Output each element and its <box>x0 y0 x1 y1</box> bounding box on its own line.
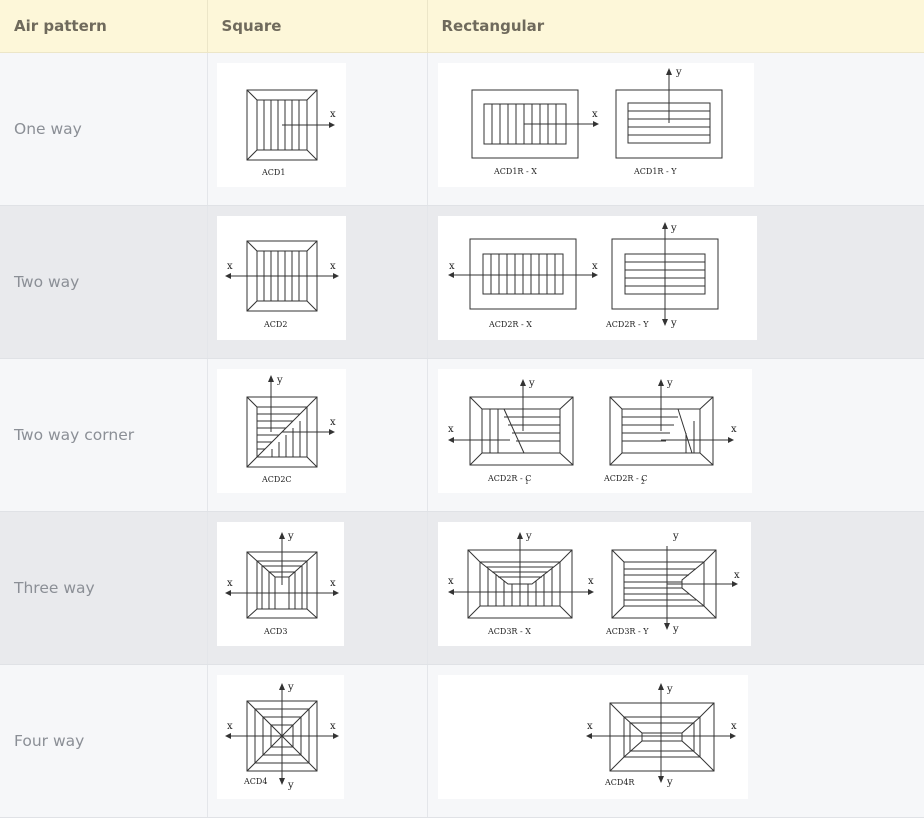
table-row: Four way <box>0 664 924 818</box>
diagram-label-subscript: 1 <box>525 479 529 486</box>
diagram-acd4: y y x x ACD4 <box>216 675 344 799</box>
axis-label-x: x <box>592 109 598 120</box>
axis-label-x: x <box>330 261 336 272</box>
axis-label-x: x <box>227 261 233 272</box>
axis-label-x: x <box>448 424 454 435</box>
axis-label-y: y <box>525 531 532 542</box>
axis-label-x: x <box>731 424 737 435</box>
axis-label-y: y <box>670 223 677 234</box>
pattern-label: Four way <box>0 664 208 818</box>
axis-label-y: y <box>672 531 679 542</box>
diagram-acd1r: x y ACD1R - X ACD1R - Y <box>437 63 754 187</box>
axis-label-x: x <box>330 109 336 120</box>
diagram-acd2r-c: y x y x ACD2R - C 1 ACD2R - C 2 <box>437 369 752 493</box>
diagram-label: ACD2R - C <box>487 474 531 483</box>
axis-label-x: x <box>330 578 336 589</box>
axis-label-x: x <box>449 261 455 272</box>
diagram-acd1: x ACD1 <box>216 63 346 187</box>
diagram-label: ACD1R - Y <box>633 167 677 176</box>
header-square: Square <box>207 0 428 53</box>
header-rectangular: Rectangular <box>427 0 924 53</box>
axis-label-y: y <box>276 375 283 386</box>
table-row: Two way x <box>0 205 924 359</box>
axis-label-x: x <box>448 576 454 587</box>
table-row: Two way corner <box>0 358 924 512</box>
diagram-label: ACD3R - Y <box>605 627 649 636</box>
pattern-label: Two way <box>0 205 208 359</box>
diagram-acd4r: y y x x ACD4R <box>437 675 748 799</box>
diagram-label: ACD3R - X <box>487 627 531 636</box>
diagram-label: ACD2R - X <box>488 320 532 329</box>
diagram-label: ACD4R <box>604 778 635 787</box>
diagram-label: ACD2 <box>263 320 287 329</box>
diagram-acd3: y x x ACD3 <box>216 522 344 646</box>
axis-label-y: y <box>670 318 677 329</box>
diagram-label: ACD1 <box>261 168 285 177</box>
diagram-label: ACD2C <box>261 475 292 484</box>
axis-label-x: x <box>734 570 740 581</box>
axis-label-y: y <box>672 624 679 635</box>
axis-label-x: x <box>731 721 737 732</box>
diagram-acd2c: y x ACD2C <box>216 369 346 493</box>
diagram-label: ACD1R - X <box>493 167 537 176</box>
diagram-label: ACD2R - Y <box>605 320 649 329</box>
diagram-label: ACD3 <box>263 627 287 636</box>
table-row: Three way <box>0 511 924 665</box>
axis-label-y: y <box>666 777 673 788</box>
axis-label-y: y <box>287 682 294 693</box>
table-row: One way x ACD1 <box>0 52 924 206</box>
diagram-acd2: x x ACD2 <box>216 216 346 340</box>
axis-label-y: y <box>666 378 673 389</box>
axis-label-x: x <box>227 578 233 589</box>
pattern-label: Two way corner <box>0 358 208 512</box>
axis-label-x: x <box>330 417 336 428</box>
pattern-label: One way <box>0 52 208 206</box>
header-air-pattern: Air pattern <box>0 0 208 53</box>
diagram-acd3r: y x x y y x ACD3R - X ACD3R - Y <box>437 522 751 646</box>
axis-label-y: y <box>287 780 294 791</box>
header-row: Air pattern Square Rectangular <box>0 0 924 53</box>
axis-label-x: x <box>587 721 593 732</box>
diagram-acd2r: x x y y ACD2R - X ACD2R - Y <box>437 216 757 340</box>
axis-label-y: y <box>675 67 682 78</box>
axis-label-y: y <box>528 378 535 389</box>
axis-label-x: x <box>330 721 336 732</box>
diagram-label: ACD2R - C <box>603 474 647 483</box>
axis-label-x: x <box>588 576 594 587</box>
axis-label-y: y <box>666 684 673 695</box>
diagram-label-subscript: 2 <box>641 479 645 486</box>
axis-label-x: x <box>592 261 598 272</box>
axis-label-x: x <box>227 721 233 732</box>
axis-label-y: y <box>287 531 294 542</box>
diagram-label: ACD4 <box>243 777 267 786</box>
pattern-label: Three way <box>0 511 208 665</box>
